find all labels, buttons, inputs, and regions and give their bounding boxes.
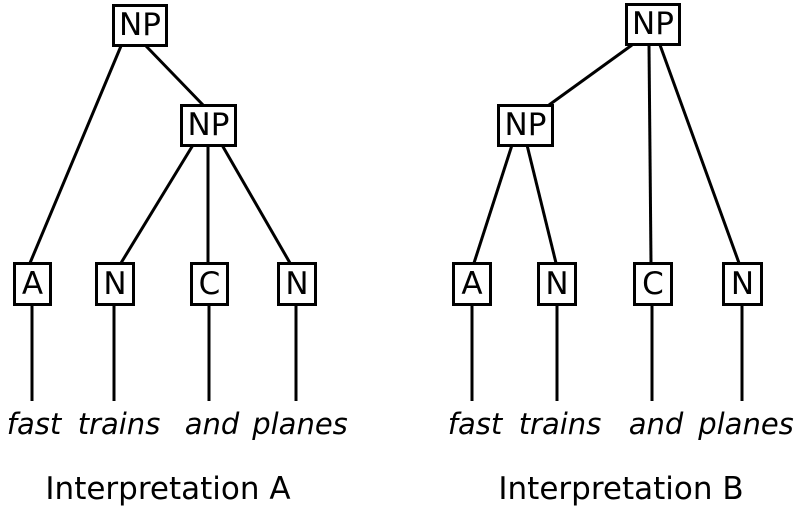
tree-b-word-and: and — [628, 407, 684, 441]
tree-a-edge-np-to-n2 — [220, 144, 292, 264]
tree-a-edge-root-to-np — [144, 44, 206, 108]
tree-b-leaf-n2-label: N — [730, 265, 755, 302]
tree-b-edge-root-to-np — [548, 43, 633, 107]
tree-a-edge-root-to-a — [28, 45, 123, 264]
tree-a-word-trains: trains — [77, 407, 161, 441]
tree-a-leaf-a-node: A — [13, 262, 52, 306]
tree-b-root-np-node: NP — [625, 3, 681, 46]
tree-b-leaf-a-node: A — [452, 262, 492, 306]
tree-a-word-planes: planes — [252, 407, 348, 441]
tree-b-word-trains: trains — [518, 407, 602, 441]
tree-b-word-planes: planes — [698, 407, 794, 441]
tree-a-leaf-n1-node: N — [95, 262, 135, 306]
tree-a-leaf-a-label: A — [21, 265, 44, 302]
tree-b-edge-np-to-n1 — [525, 144, 558, 264]
tree-b-inner-np-label: NP — [504, 107, 547, 143]
tree-a-leaf-n2-label: N — [285, 265, 309, 302]
tree-a-word-fast: fast — [6, 407, 62, 441]
tree-a-edge-np-to-n1 — [119, 144, 195, 264]
tree-a-inner-np-label: NP — [187, 107, 230, 143]
tree-b-edge-root-to-c — [647, 44, 653, 264]
tree-b-leaf-n1-label: N — [545, 265, 569, 302]
tree-b-leaf-a-label: A — [461, 265, 483, 302]
tree-b-leaf-n1-node: N — [537, 262, 577, 306]
tree-b-edge-np-to-a — [472, 144, 514, 264]
tree-a-leaf-n2-node: N — [277, 262, 317, 306]
tree-a-leaf-c-node: C — [190, 262, 229, 306]
tree-a-root-np-label: NP — [119, 7, 161, 43]
tree-b-leaf-c-node: C — [633, 262, 673, 306]
tree-b-word-fast: fast — [447, 407, 503, 441]
tree-a-word-and: and — [184, 407, 240, 441]
tree-a-leaf-n1-label: N — [103, 265, 127, 302]
tree-b-leaf-c-label: C — [642, 265, 664, 302]
tree-a-inner-np-node: NP — [180, 104, 237, 147]
tree-b-edge-root-to-n2 — [658, 44, 741, 264]
tree-b-caption: Interpretation B — [498, 471, 744, 507]
tree-b-root-np-label: NP — [632, 6, 674, 42]
tree-b-inner-np-node: NP — [497, 104, 554, 147]
tree-a-root-np-node: NP — [112, 4, 168, 47]
tree-a-leaf-c-label: C — [198, 265, 221, 302]
tree-a-caption: Interpretation A — [45, 471, 291, 507]
tree-b-leaf-n2-node: N — [722, 262, 763, 306]
